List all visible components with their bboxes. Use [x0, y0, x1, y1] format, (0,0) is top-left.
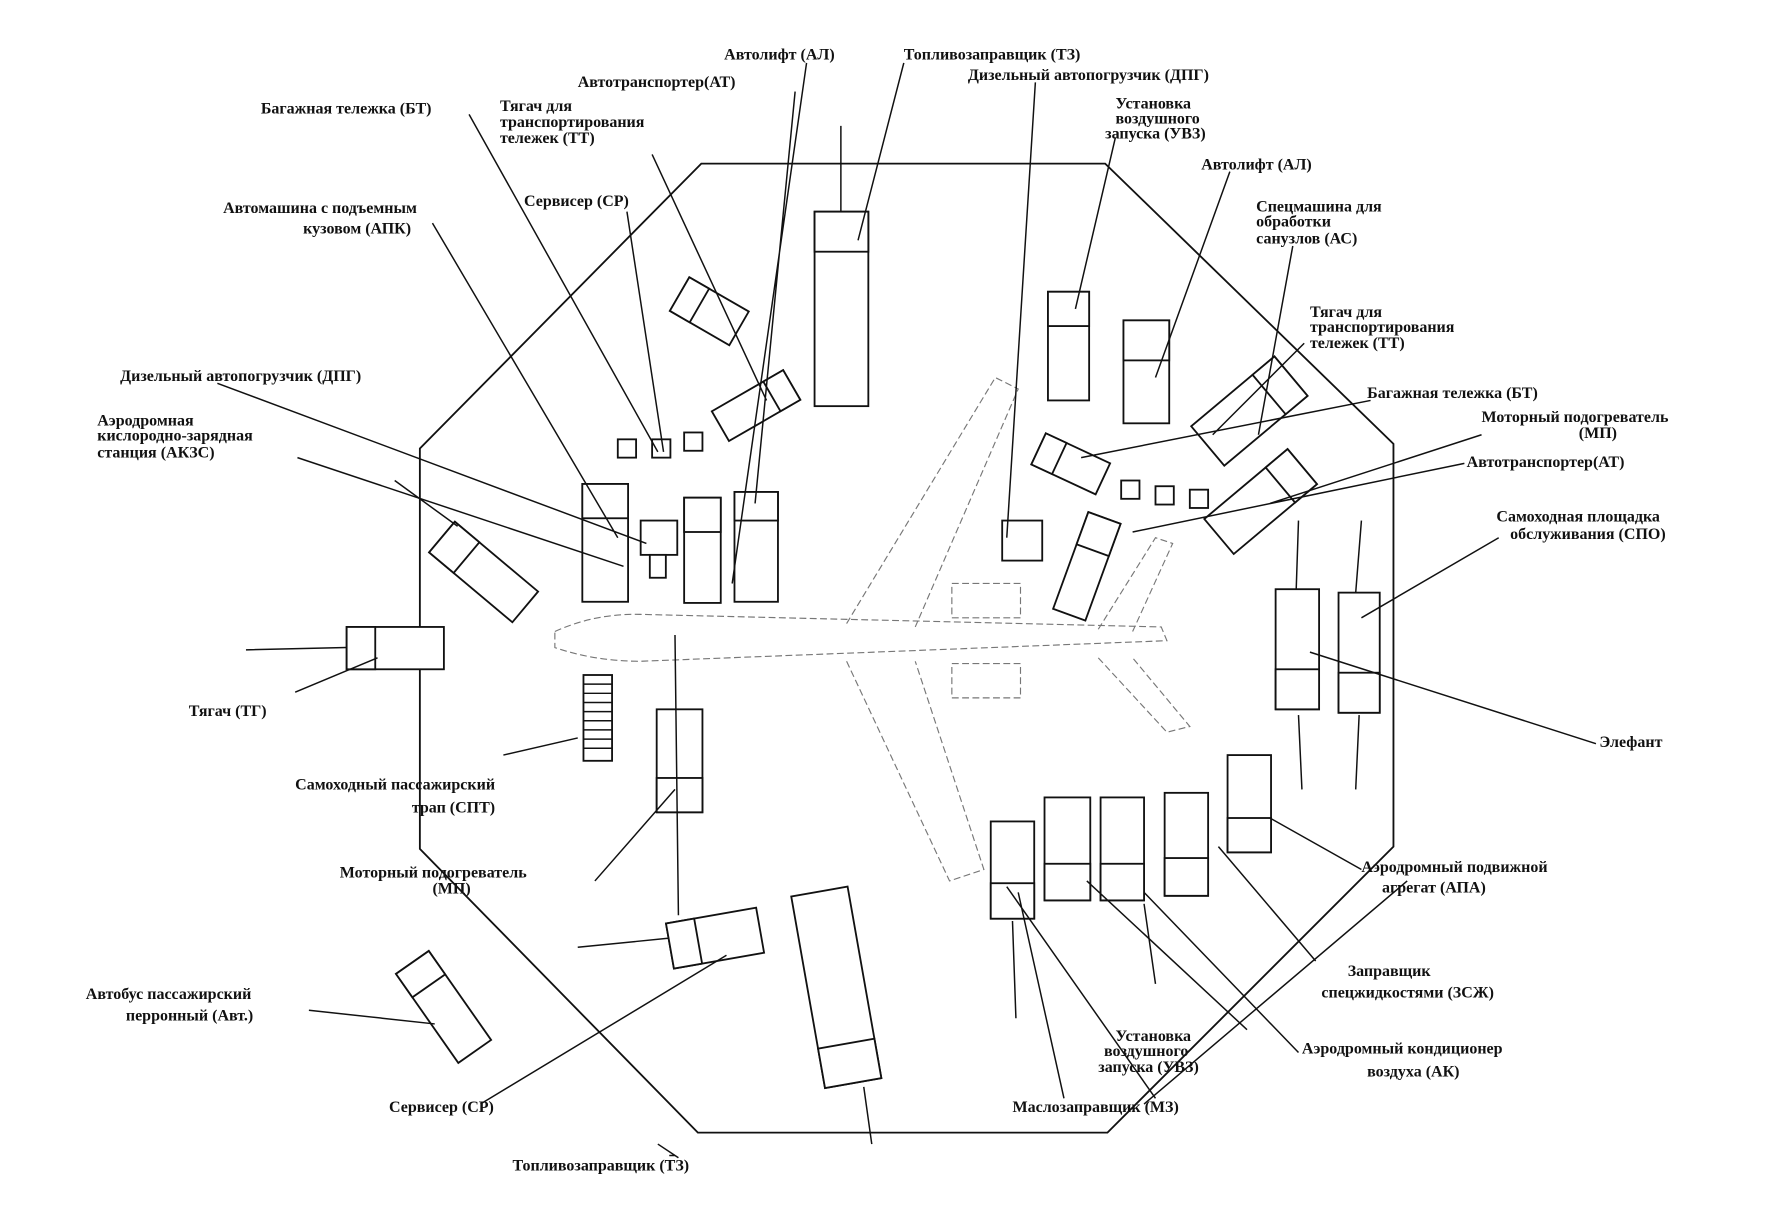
vehicles: [345, 210, 1381, 1090]
vehicle-ak: [1099, 796, 1145, 902]
vehicle-al-top: [813, 210, 870, 408]
vehicle-tz-bottom: [790, 885, 883, 1090]
vehicle-mz: [989, 820, 1036, 920]
label-al-right: Автолифт (АЛ): [1201, 156, 1312, 173]
vehicle-at-right: [1203, 447, 1319, 556]
label-tg: Тягач (ТГ): [189, 703, 267, 720]
vehicle-sr-bottom: [664, 906, 766, 970]
label-mp-left: Моторный подогреватель(МП): [340, 865, 527, 898]
vehicle-apk: [581, 483, 629, 603]
label-tz-top: Топливозаправщик (ТЗ): [904, 47, 1081, 64]
vehicle-al-left: [733, 491, 779, 603]
labels: Автолифт (АЛ) Топливозаправщик (ТЗ) Авто…: [86, 47, 1669, 1175]
vehicle-akzs: [427, 520, 540, 624]
vehicle-avt: [394, 949, 493, 1065]
vehicle-spt: [582, 674, 613, 762]
label-bt-right: Багажная тележка (БТ): [1367, 385, 1538, 402]
vehicle-elefant-1: [1274, 588, 1321, 711]
vehicle-uvz-top: [1047, 290, 1091, 402]
vehicle-uvz-bottom: [1043, 796, 1092, 902]
vehicle-sr-top: [668, 275, 751, 347]
label-dpg-top: Дизельный автопогрузчик (ДПГ): [968, 67, 1209, 84]
vehicle-al-right: [1122, 319, 1171, 425]
aircraft-outline: [554, 376, 1191, 882]
label-bt-top: Багажная тележка (БТ): [261, 100, 432, 117]
vehicle-mp-left: [655, 708, 704, 814]
vehicle-tg: [345, 626, 445, 671]
label-at-top: Автотранспортер(АТ): [578, 74, 736, 91]
label-at-right: Автотранспортер(АТ): [1467, 454, 1625, 471]
label-mz: Маслозаправщик (МЗ): [1012, 1099, 1178, 1116]
vehicle-at-left: [683, 496, 722, 604]
vehicle-dpg-right: [1001, 519, 1044, 562]
vehicle-spo: [1337, 591, 1381, 714]
label-tz-bottom: Топливозаправщик (ТЗ): [513, 1157, 690, 1174]
label-sr-top: Сервисер (СР): [524, 193, 629, 210]
vehicle-baggage-train-left: [616, 368, 802, 459]
label-al-top: Автолифт (АЛ): [724, 47, 835, 64]
vehicle-dpg-left: [639, 519, 679, 579]
vehicle-baggage-train-right: [1030, 432, 1210, 509]
vehicle-mp-right: [1051, 510, 1122, 622]
vehicle-apa: [1226, 754, 1272, 854]
servicing-area-boundary: [418, 162, 1395, 1134]
label-sr-bottom: Сервисер (СР): [389, 1099, 494, 1116]
leader-lines: [217, 62, 1597, 1159]
label-elefant: Элефант: [1599, 734, 1662, 751]
vehicle-zszh: [1163, 791, 1210, 897]
label-mp-right: Моторный подогреватель(МП): [1482, 409, 1669, 442]
label-dpg-left: Дизельный автопогрузчик (ДПГ): [120, 368, 361, 385]
vehicle-as: [1189, 355, 1309, 468]
